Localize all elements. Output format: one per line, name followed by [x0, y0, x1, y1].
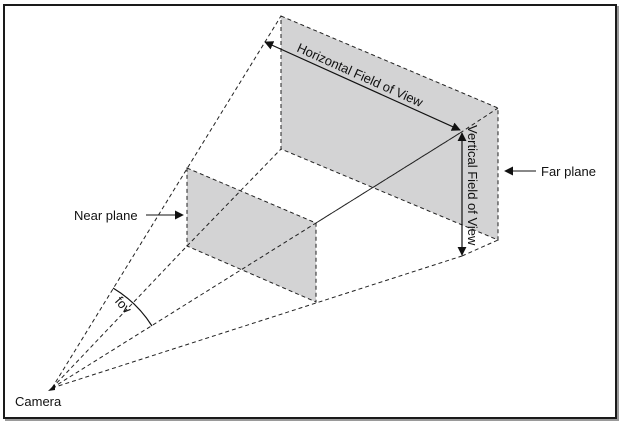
frustum-edge-far-top	[459, 107, 499, 134]
near-plane-label: Near plane	[74, 208, 138, 223]
frustum-edge-near-to-far	[186, 148, 282, 247]
frustum-edge-mid	[51, 245, 188, 389]
frustum-edge-near-tr-to-far	[315, 132, 461, 224]
frustum-edge-bottom	[51, 255, 463, 389]
far-plane-label: Far plane	[541, 164, 596, 179]
near-plane	[186, 167, 317, 303]
fov-label: fov	[112, 294, 135, 317]
camera-point-icon	[48, 384, 55, 391]
vertical-fov-label: Vertical Field of View	[465, 125, 480, 246]
frustum-edge-top-left	[51, 15, 282, 389]
camera-label: Camera	[15, 394, 62, 409]
horizontal-fov-arrow	[264, 41, 461, 131]
fov-arc	[112, 287, 153, 327]
frustum-edge-center	[51, 132, 461, 389]
